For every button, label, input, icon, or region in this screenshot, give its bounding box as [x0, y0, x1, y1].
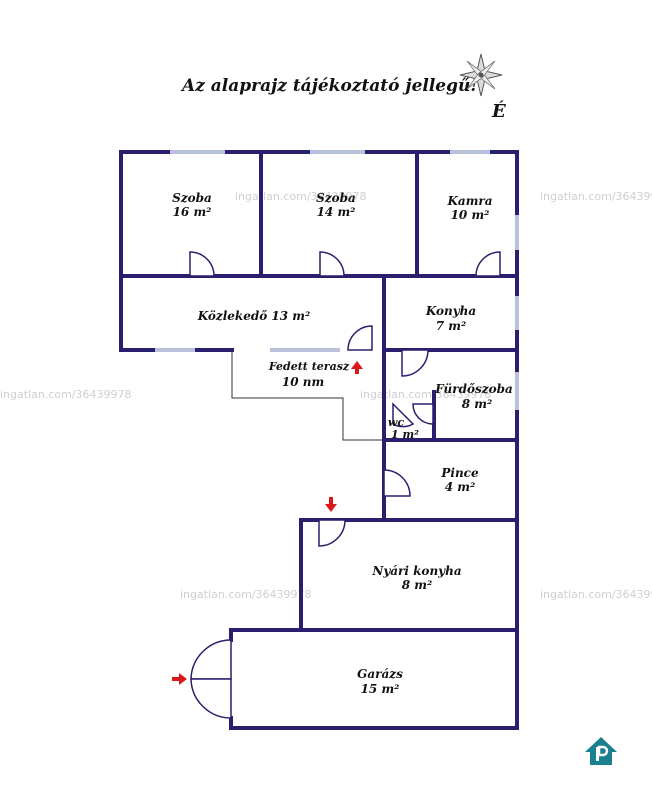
compass-rose-icon	[459, 53, 503, 97]
room-kamra-name: Kamra	[447, 194, 493, 208]
watermark: ingatlan.com/36439978	[0, 388, 132, 401]
watermark: ingatlan.com/36439978	[235, 190, 367, 203]
room-kamra-area: 10 m²	[451, 208, 490, 222]
red-arrow-icon	[172, 361, 363, 685]
room-konyha-name: Konyha	[425, 304, 476, 318]
watermarks: ingatlan.com/36439978 ingatlan.com/36439…	[0, 190, 652, 601]
room-nyari-konyha-area: 8 m²	[402, 578, 432, 592]
room-pince-area: 4 m²	[445, 480, 475, 494]
room-furdo-area: 8 m²	[462, 397, 492, 411]
room-pince-name: Pince	[440, 466, 479, 480]
room-terasz-area: 10 nm	[282, 375, 324, 389]
room-kozlekedo-name: Közlekedő 13 m²	[197, 309, 311, 323]
room-szoba-1-name: Szoba	[172, 191, 212, 205]
watermark: ingatlan.com/36439978	[180, 588, 312, 601]
room-szoba-2-name: Szoba	[316, 191, 356, 205]
room-szoba-1-area: 16 m²	[173, 205, 212, 219]
room-konyha-area: 7 m²	[436, 319, 466, 333]
room-szoba-2-area: 14 m²	[317, 205, 356, 219]
room-nyari-konyha-name: Nyári konyha	[371, 564, 461, 578]
watermark: ingatlan.com/36439978	[540, 588, 652, 601]
room-labels: Szoba 16 m² Szoba 14 m² Kamra 10 m² Közl…	[172, 191, 513, 696]
walls	[119, 150, 519, 730]
room-wc-area: 1 m²	[391, 428, 419, 441]
room-terasz-name: Fedett terasz	[268, 360, 350, 373]
north-label: É	[491, 99, 506, 122]
windows	[155, 150, 519, 410]
page-title: Az alaprajz tájékoztató jellegű!	[180, 76, 478, 96]
room-garazs-name: Garázs	[357, 667, 403, 681]
room-wc-name: wc	[388, 416, 404, 429]
watermark: ingatlan.com/36439978	[540, 190, 652, 203]
watermark: ingatlan.com/36439978	[360, 388, 492, 401]
room-furdo-name: Fürdőszoba	[434, 382, 513, 396]
ingatlan-logo-icon	[585, 737, 617, 765]
doors	[189, 251, 501, 719]
room-garazs-area: 15 m²	[361, 682, 400, 696]
